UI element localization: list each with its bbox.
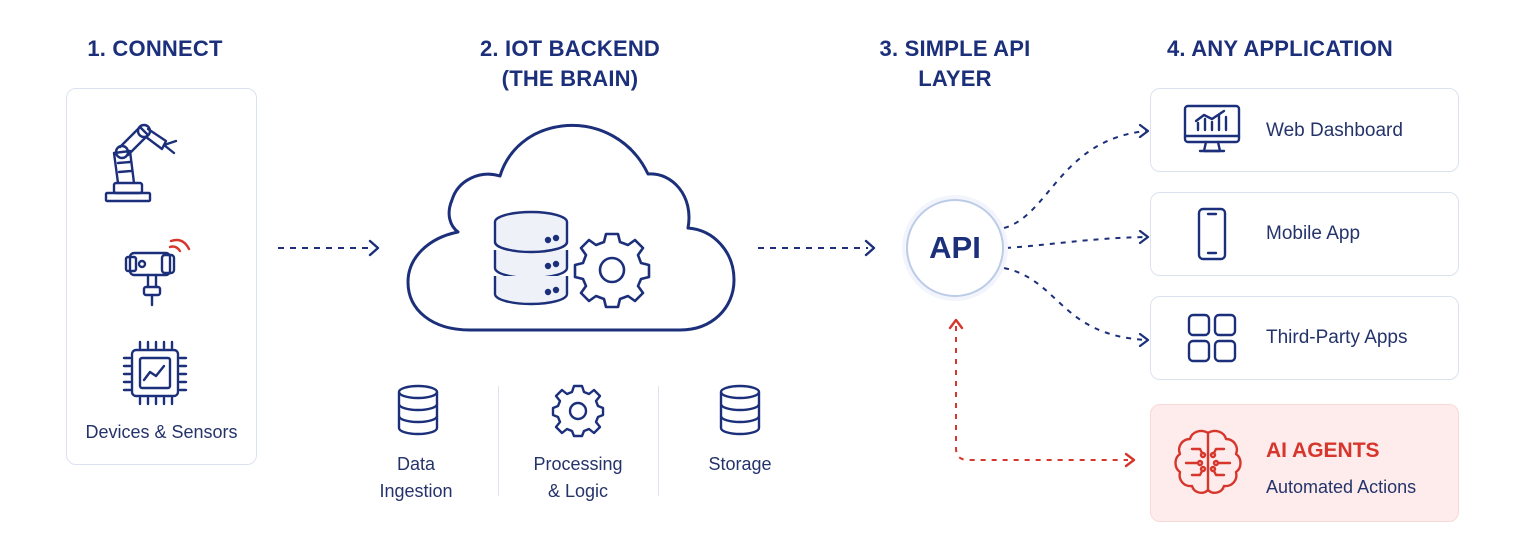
devices-caption: Devices & Sensors	[85, 422, 238, 442]
step-divider-2	[658, 386, 659, 496]
heading-apps: 4. ANY APPLICATION	[1166, 36, 1394, 61]
arrow-devices-to-backend	[278, 239, 380, 257]
heading-backend-line2: (THE BRAIN)	[501, 66, 639, 91]
arrow-api-to-mobile-app	[1005, 229, 1150, 249]
gear-icon	[551, 384, 605, 438]
api-node: API	[906, 199, 1004, 297]
heading-backend: 2. IOT BACKEND (THE BRAIN)	[420, 34, 720, 94]
app-label-third-party: Third-Party Apps	[1266, 327, 1408, 348]
step-ingestion-caption: Data Ingestion	[356, 451, 476, 505]
app-card-web-dashboard[interactable]	[1150, 88, 1459, 172]
cloud-icon	[406, 123, 736, 332]
grid-icon	[1187, 313, 1237, 363]
database-icon	[397, 384, 439, 436]
ai-agents-title: AI AGENTS	[1266, 439, 1380, 462]
step-ingestion-line2: Ingestion	[379, 481, 453, 501]
robot-arm-icon	[104, 123, 178, 203]
app-card-third-party[interactable]	[1150, 296, 1459, 380]
arrow-api-to-web-dashboard	[1003, 123, 1150, 229]
heading-backend-line1: 2. IOT BACKEND	[479, 36, 661, 61]
step-processing-line1: Processing	[533, 454, 623, 474]
heading-connect: 1. CONNECT	[87, 36, 223, 61]
arrow-backend-to-api	[758, 239, 876, 257]
heading-api: 3. SIMPLE API LAYER	[850, 34, 1060, 94]
step-ingestion-line1: Data	[396, 454, 436, 474]
app-card-mobile-app[interactable]	[1150, 192, 1459, 276]
chip-icon	[122, 340, 188, 406]
arrow-api-to-ai-agents	[948, 318, 1136, 468]
arrow-api-to-third-party	[1003, 267, 1150, 348]
app-label-web-dashboard: Web Dashboard	[1266, 120, 1403, 141]
phone-icon	[1197, 207, 1227, 261]
step-processing-caption: Processing & Logic	[508, 451, 648, 505]
ai-agents-subtitle: Automated Actions	[1266, 477, 1417, 497]
monitor-chart-icon	[1183, 104, 1241, 153]
step-processing-line2: & Logic	[547, 481, 609, 501]
heading-api-line1: 3. SIMPLE API	[879, 36, 1031, 61]
step-divider-1	[498, 386, 499, 496]
server-stack-icon	[493, 210, 569, 306]
app-label-mobile-app: Mobile App	[1266, 223, 1361, 244]
heading-api-line2: LAYER	[918, 66, 992, 91]
devices-card	[66, 88, 257, 465]
step-storage-caption: Storage	[708, 454, 772, 474]
camera-sensor-icon	[124, 238, 191, 307]
database-icon	[719, 384, 761, 436]
brain-circuit-icon	[1174, 429, 1242, 494]
gear-icon	[573, 232, 651, 309]
